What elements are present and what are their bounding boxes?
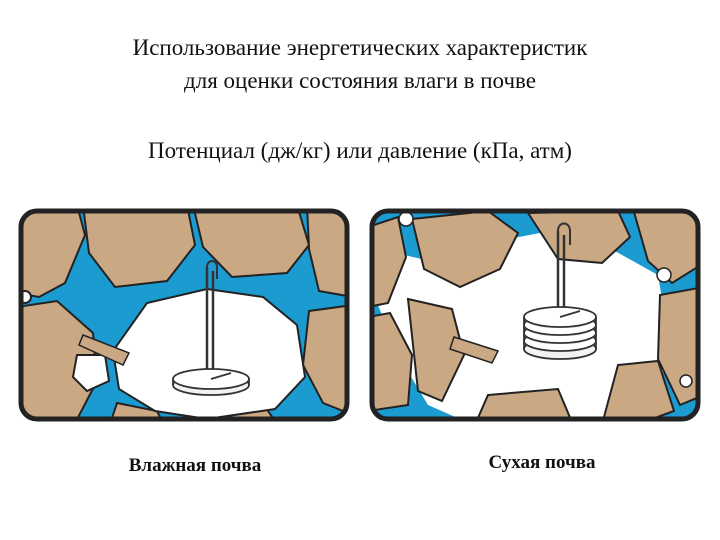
wet-soil-caption: Влажная почва xyxy=(128,455,262,476)
soil-flake xyxy=(78,334,131,366)
dry-soil-caption: Сухая почва xyxy=(488,452,596,473)
dry-soil-svg xyxy=(369,208,701,422)
panel-frame xyxy=(369,208,701,422)
wet-soil-illustration xyxy=(17,205,353,427)
weight-disk xyxy=(172,368,250,396)
soil-particles xyxy=(372,211,698,419)
subtitle: Потенциал (дж/кг) или давление (кПа, атм… xyxy=(148,138,572,163)
air-dots xyxy=(398,211,693,388)
weight-hanger xyxy=(205,260,218,377)
panel-frame xyxy=(18,208,350,422)
title-line-2: для оценки состояния влаги в почве xyxy=(184,68,536,93)
dry-soil-illustration xyxy=(368,205,704,427)
wet-soil-svg xyxy=(18,208,350,422)
soil-flake xyxy=(449,336,500,364)
title-line-1: Использование энергетических характерист… xyxy=(132,35,588,60)
weight-stack xyxy=(523,306,597,360)
